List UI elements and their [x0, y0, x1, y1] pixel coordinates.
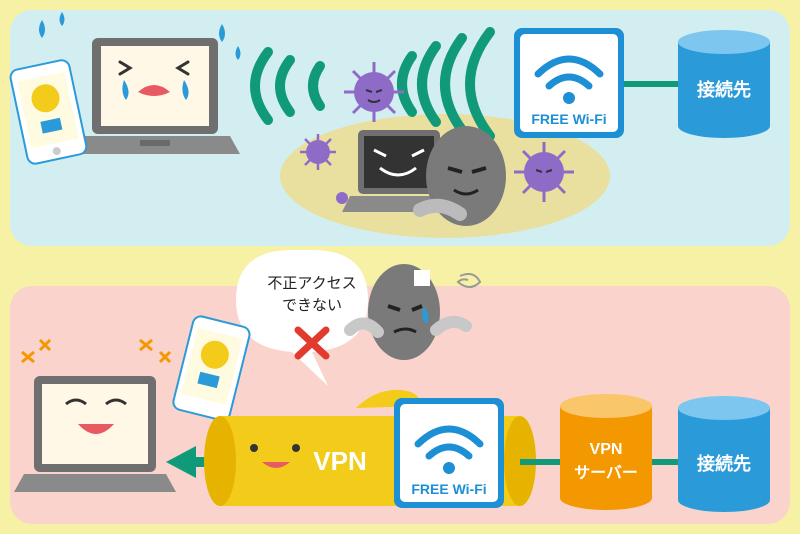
smartphone-icon [172, 315, 251, 422]
speech-bubble: 不正アクセス できない [236, 250, 368, 386]
wifi-label: FREE Wi-Fi [411, 481, 486, 497]
free-wifi-hotspot: FREE Wi-Fi [514, 28, 624, 138]
speech-line-1: 不正アクセス [267, 275, 356, 292]
deny-cross-icon [294, 326, 330, 360]
smartphone-icon [9, 59, 88, 165]
blocked-hacker-figure [344, 264, 482, 360]
wifi-icon [534, 55, 604, 90]
hacker-figure [413, 126, 506, 226]
virus-icon [514, 142, 574, 202]
vpn-server-icon: VPN サーバー [560, 394, 652, 510]
tunnel-label: VPN [313, 446, 366, 476]
virus-icon [344, 62, 404, 122]
vpn-server-line-2: サーバー [574, 464, 638, 482]
happy-laptop-icon [14, 338, 176, 492]
virus-icon [336, 192, 348, 204]
destination-label: 接続先 [697, 453, 751, 474]
destination-label: 接続先 [697, 79, 751, 100]
wifi-label: FREE Wi-Fi [531, 111, 606, 127]
virus-icon [300, 134, 336, 170]
wifi-icon [414, 425, 484, 460]
speech-line-2: できない [282, 297, 342, 314]
destination-database-icon: 接続先 [678, 396, 770, 512]
wifi-signal-waves [250, 27, 495, 141]
bottom-panel: 不正アクセス できない [10, 250, 790, 524]
crying-laptop-icon [70, 38, 240, 154]
free-wifi-hotspot: FREE Wi-Fi [394, 398, 504, 508]
sweat-marks [39, 12, 241, 60]
top-panel: FREE Wi-Fi 接続先 [9, 10, 790, 246]
destination-database-icon: 接続先 [678, 30, 770, 138]
vpn-server-line-1: VPN [590, 441, 623, 458]
